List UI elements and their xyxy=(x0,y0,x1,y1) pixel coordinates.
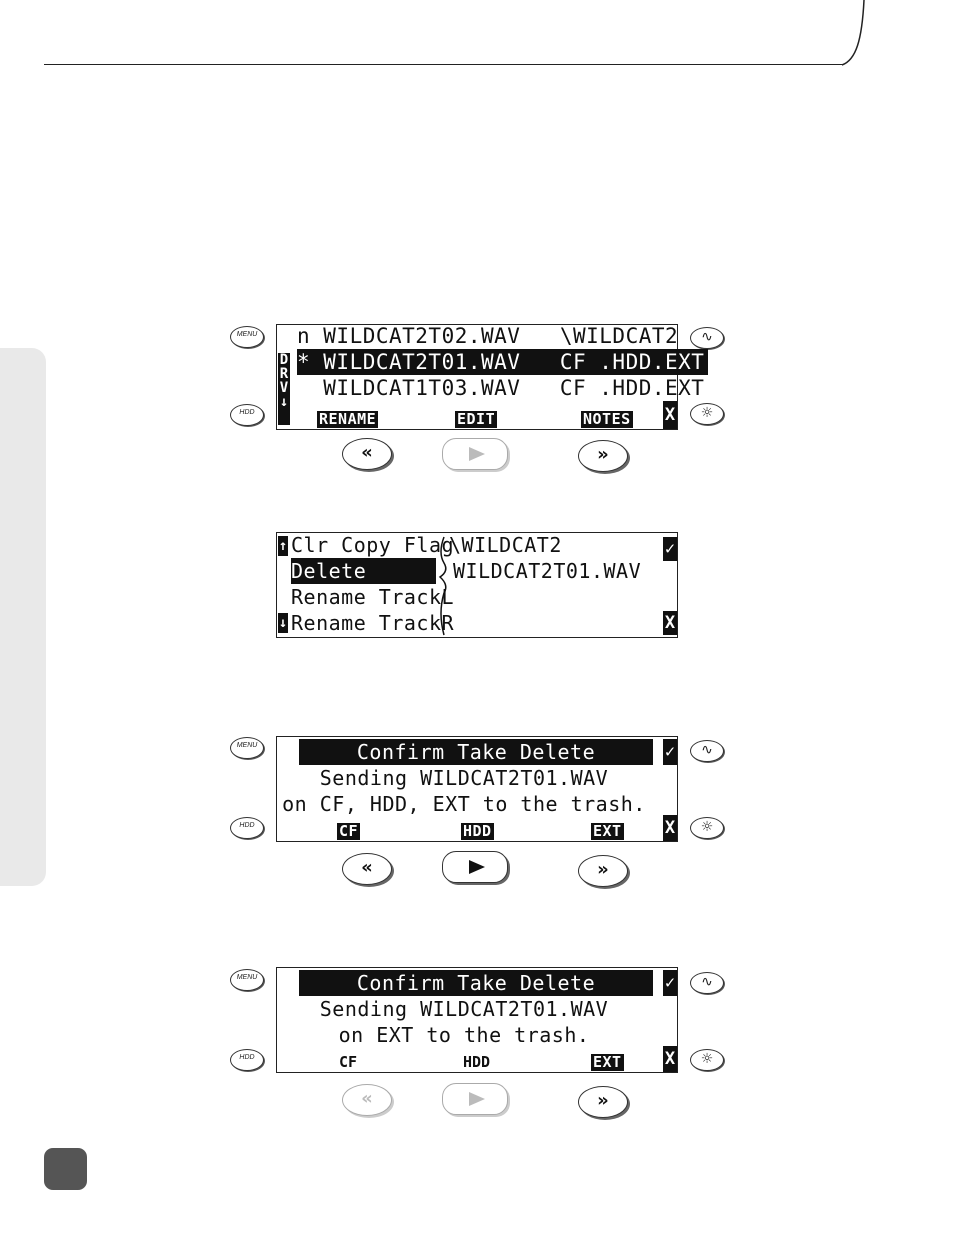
menu-item-rename-trackl[interactable]: Rename TrackL xyxy=(291,585,455,609)
file-row-1[interactable]: n WILDCAT2T02.WAV \WILDCAT2 xyxy=(297,324,679,348)
menu-divider xyxy=(438,536,447,636)
rewind-icon: « xyxy=(361,442,373,463)
lcd-screen-4: Confirm Take Delete Sending WILDCAT2T01.… xyxy=(276,967,678,1073)
menu-item-rename-trackr[interactable]: Rename TrackR xyxy=(291,611,455,635)
rewind-button[interactable]: « xyxy=(342,1084,392,1116)
menu-button-label: MENU xyxy=(236,742,258,749)
hdd-button-label: HDD xyxy=(239,822,255,829)
hdd-button-label: HDD xyxy=(239,409,255,416)
drive-side-label: D R V ↓ xyxy=(278,353,290,425)
rewind-icon: « xyxy=(361,857,373,878)
rewind-button[interactable]: « xyxy=(342,853,392,885)
wave-button[interactable]: ∿ xyxy=(690,972,724,994)
menu-item-clr-copy-flag[interactable]: Clr Copy Flag xyxy=(291,533,455,557)
side-tab xyxy=(0,348,46,886)
folder-path: \WILDCAT2 xyxy=(449,533,562,557)
notes-softkey[interactable]: NOTES xyxy=(581,410,633,428)
page-number-box xyxy=(44,1148,87,1190)
scroll-down-arrow-icon: ↓ xyxy=(279,394,289,410)
confirm-line-1: Sending WILDCAT2T01.WAV xyxy=(319,997,609,1021)
lcd-screen-1: D R V ↓ n WILDCAT2T02.WAV \WILDCAT2 * WI… xyxy=(276,324,709,430)
cancel-glyph[interactable]: X xyxy=(663,611,677,635)
scroll-up-arrow-icon: ↑ xyxy=(278,536,288,556)
sine-wave-icon: ∿ xyxy=(701,329,713,345)
lcd-screen-2: ↑ ↓ Clr Copy Flag Delete Rename TrackL R… xyxy=(276,532,678,638)
backlight-icon: ☼ xyxy=(700,405,714,421)
sine-wave-icon: ∿ xyxy=(701,742,713,758)
drive-letter-r: R xyxy=(279,366,289,382)
light-button[interactable]: ☼ xyxy=(690,817,724,839)
ext-softkey[interactable]: EXT xyxy=(591,822,624,840)
rename-softkey[interactable]: RENAME xyxy=(317,410,379,428)
play-icon xyxy=(469,860,485,874)
ok-check-glyph[interactable]: ✓ xyxy=(663,970,677,996)
menu-button-label: MENU xyxy=(236,331,258,338)
rewind-icon: « xyxy=(361,1088,373,1109)
fast-forward-icon: » xyxy=(597,1090,609,1111)
file-row-2-selected[interactable]: * WILDCAT2T01.WAV CF .HDD.EXT xyxy=(297,349,709,375)
fast-forward-button[interactable]: » xyxy=(578,855,628,887)
hdd-button[interactable]: HDD xyxy=(230,404,264,426)
backlight-icon: ☼ xyxy=(700,819,714,835)
confirm-title: Confirm Take Delete xyxy=(299,739,653,765)
menu-button[interactable]: MENU xyxy=(230,737,264,759)
wave-button[interactable]: ∿ xyxy=(690,740,724,762)
sine-wave-icon: ∿ xyxy=(701,974,713,990)
play-button[interactable] xyxy=(442,1083,508,1115)
menu-button[interactable]: MENU xyxy=(230,326,264,348)
fast-forward-icon: » xyxy=(597,859,609,880)
fast-forward-button[interactable]: » xyxy=(578,440,628,472)
menu-button[interactable]: MENU xyxy=(230,969,264,991)
drive-letter-v: V xyxy=(279,380,289,396)
rewind-button[interactable]: « xyxy=(342,438,392,470)
cf-softkey[interactable]: CF xyxy=(337,822,361,840)
file-row-3[interactable]: WILDCAT1T03.WAV CF .HDD.EXT xyxy=(297,376,705,400)
selected-file-name: WILDCAT2T01.WAV xyxy=(453,559,642,583)
ok-check-glyph[interactable]: ✓ xyxy=(663,537,677,561)
play-button[interactable] xyxy=(442,438,508,470)
hdd-softkey[interactable]: HDD xyxy=(463,1053,491,1071)
hdd-button[interactable]: HDD xyxy=(230,1049,264,1071)
confirm-line-2: on EXT to the trash. xyxy=(338,1023,590,1047)
hdd-softkey[interactable]: HDD xyxy=(461,822,494,840)
corner-curve xyxy=(841,0,865,66)
drive-letter-d: D xyxy=(279,352,289,368)
hdd-button-label: HDD xyxy=(239,1054,255,1061)
play-icon xyxy=(469,447,485,461)
menu-item-delete-selected[interactable]: Delete xyxy=(291,558,436,584)
scroll-down-arrow-icon: ↓ xyxy=(278,613,288,633)
fast-forward-icon: » xyxy=(597,444,609,465)
hdd-button[interactable]: HDD xyxy=(230,817,264,839)
ext-softkey[interactable]: EXT xyxy=(591,1053,624,1071)
light-button[interactable]: ☼ xyxy=(690,403,724,425)
confirm-title: Confirm Take Delete xyxy=(299,970,653,996)
cancel-glyph[interactable]: X xyxy=(663,1046,677,1072)
play-button[interactable] xyxy=(442,851,508,883)
ok-check-glyph[interactable]: ✓ xyxy=(663,739,677,765)
cancel-glyph[interactable]: X xyxy=(663,401,677,429)
cancel-glyph[interactable]: X xyxy=(663,815,677,841)
wave-button[interactable]: ∿ xyxy=(690,327,724,349)
menu-button-label: MENU xyxy=(236,974,258,981)
edit-softkey[interactable]: EDIT xyxy=(455,410,498,428)
backlight-icon: ☼ xyxy=(700,1051,714,1067)
play-icon xyxy=(469,1092,485,1106)
cf-softkey[interactable]: CF xyxy=(339,1053,358,1071)
header-rule xyxy=(44,64,842,65)
light-button[interactable]: ☼ xyxy=(690,1049,724,1071)
confirm-line-2: on CF, HDD, EXT to the trash. xyxy=(282,792,646,816)
lcd-screen-3: Confirm Take Delete Sending WILDCAT2T01.… xyxy=(276,736,678,842)
fast-forward-button[interactable]: » xyxy=(578,1086,628,1118)
confirm-line-1: Sending WILDCAT2T01.WAV xyxy=(319,766,609,790)
